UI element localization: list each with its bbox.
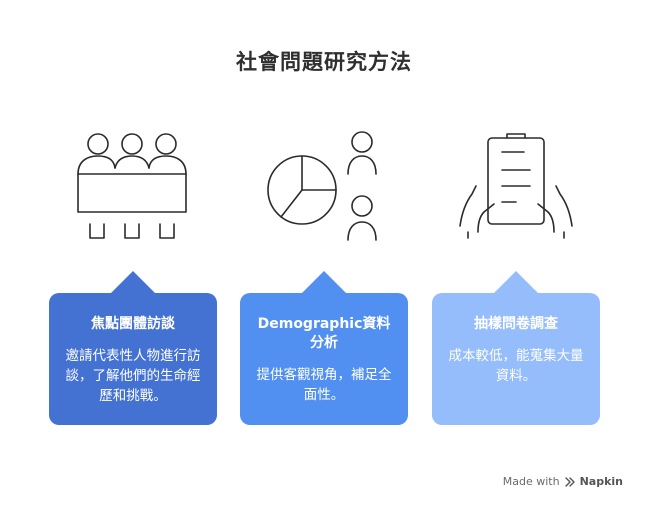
- footer-attribution: Made with Napkin: [503, 475, 623, 488]
- card-survey: 抽樣問卷調查 成本較低，能蒐集大量資料。: [432, 271, 600, 425]
- page-title: 社會問題研究方法: [236, 50, 412, 74]
- card-title: 焦點團體訪談: [91, 316, 175, 332]
- group-people-icon: [77, 133, 187, 239]
- card-demographic-analysis: Demographic資料分析 提供客觀視角，補足全面性。: [240, 271, 408, 425]
- card-title: Demographic資料分析: [257, 316, 391, 351]
- pie-chart-people-icon: [267, 131, 377, 241]
- card-pointer: [109, 271, 157, 295]
- clipboard-hands-icon: [459, 133, 573, 239]
- card-pointer: [492, 271, 540, 295]
- footer-brand: Napkin: [579, 475, 623, 488]
- card-description: 提供客觀視角，補足全面性。: [256, 367, 392, 403]
- card-title: 抽樣問卷調查: [474, 316, 558, 332]
- card-description: 成本較低，能蒐集大量資料。: [448, 348, 584, 384]
- card-focus-group: 焦點團體訪談 邀請代表性人物進行訪談，了解他們的生命經歷和挑戰。: [49, 271, 217, 425]
- card-pointer: [300, 271, 348, 295]
- footer-prefix: Made with: [502, 475, 560, 488]
- card-description: 邀請代表性人物進行訪談，了解他們的生命經歷和挑戰。: [65, 348, 201, 404]
- napkin-logo-icon: [564, 476, 575, 487]
